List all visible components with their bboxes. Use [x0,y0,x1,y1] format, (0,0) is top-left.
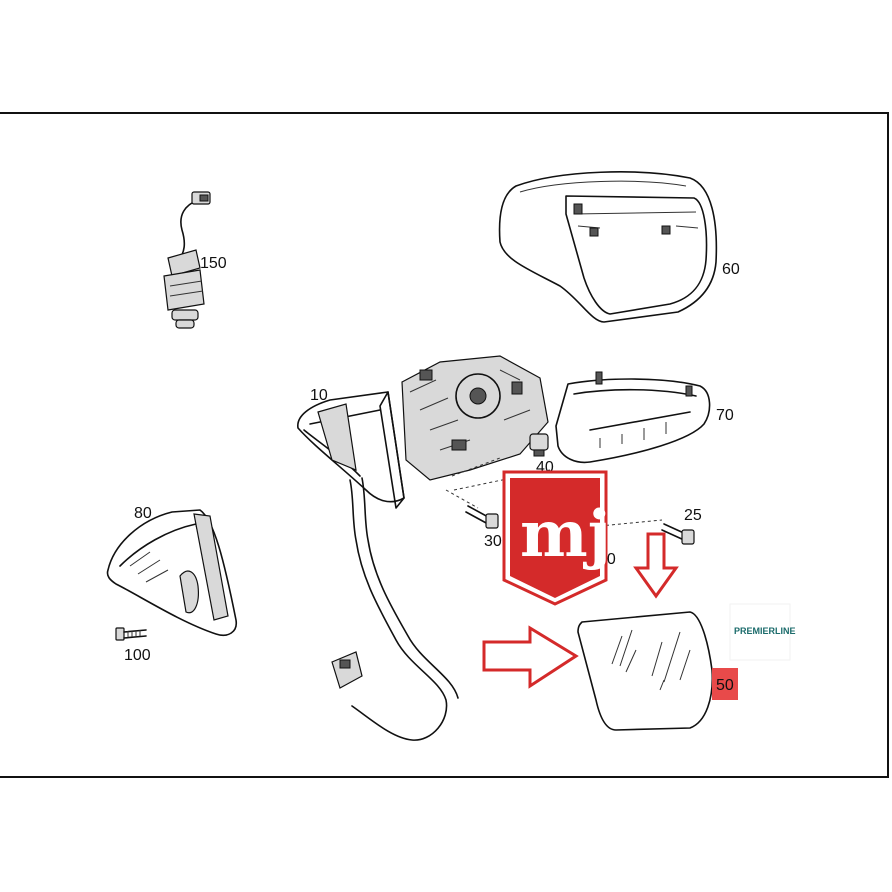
label-150: 150 [200,255,227,272]
part-70-lower-cover [555,371,711,464]
label-70: 70 [716,407,734,424]
part-40-nut [529,433,549,457]
label-100: 100 [124,647,151,664]
label-50-highlight [712,668,738,700]
arrow-down-icon [633,532,679,599]
label-30: 30 [484,533,502,550]
part-25-screw [661,523,695,545]
svg-text:mj: mj [520,497,611,572]
label-25: 25 [684,507,702,524]
part-10-mirror-base-assembly [297,355,549,741]
label-80: 80 [134,505,152,522]
part-80-turn-signal [106,509,238,636]
part-100-screw [115,627,147,641]
part-60-mirror-housing [498,171,718,323]
part-30-screw [465,505,499,529]
part-50-mirror-glass [577,611,714,731]
part-150-wiring-connector [163,191,211,329]
label-60: 60 [722,261,740,278]
svg-text:PREMIERLINE: PREMIERLINE [734,626,796,636]
arrow-right-icon [482,625,579,689]
premierline-brand: PREMIERLINE [729,603,796,661]
label-10: 10 [310,387,328,404]
mj-logo: mj [502,470,611,606]
label-50: 50 [716,677,734,694]
